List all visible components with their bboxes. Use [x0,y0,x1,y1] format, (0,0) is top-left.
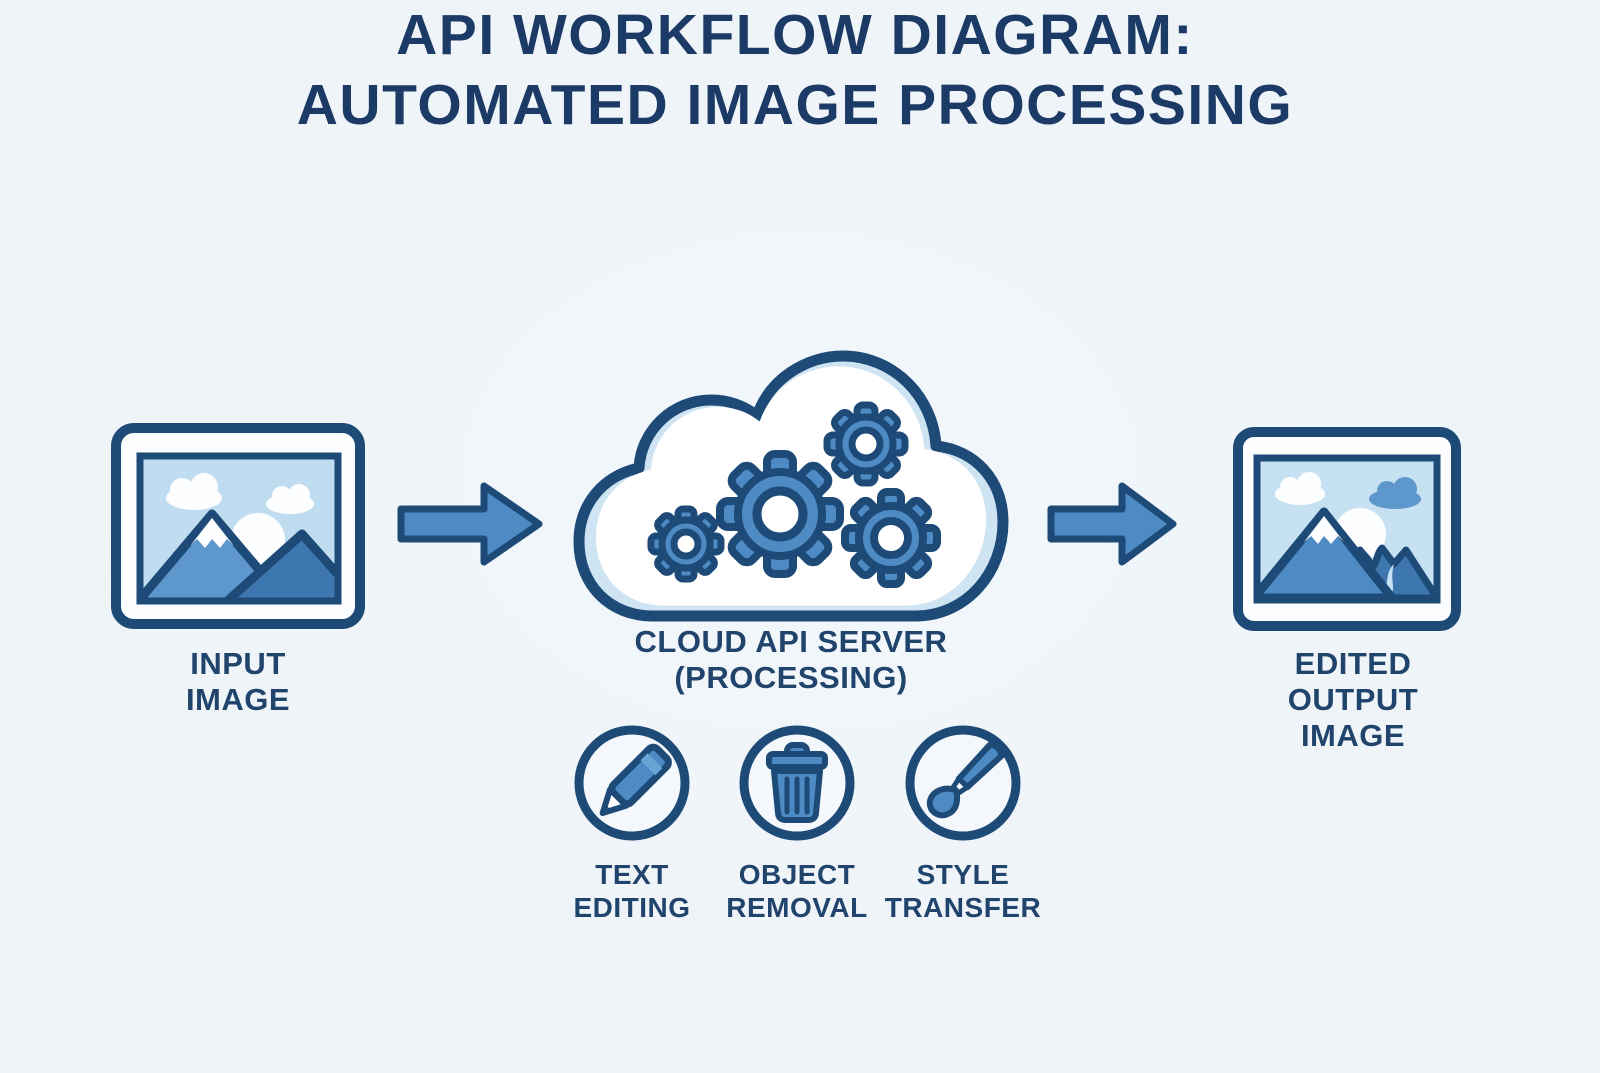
input-node-label: INPUT IMAGE [110,646,366,718]
snow-cap [1304,516,1344,544]
server-label-line1: CLOUD API SERVER [634,624,948,659]
feature-line: STYLE [916,859,1010,890]
feature-label-object-removal: OBJECT REMOVAL [707,858,887,924]
gear-icon-large [716,450,844,578]
trash-can-icon [739,725,855,841]
input-label-line2: IMAGE [185,682,291,717]
right-arrow-icon [397,482,543,566]
output-image-icon [1233,427,1461,631]
feature-line: EDITING [573,892,691,923]
feature-label-style-transfer: STYLE TRANSFER [873,858,1053,924]
output-label-line1: EDITED [1294,646,1412,681]
feature-label-text-editing: TEXT EDITING [542,858,722,924]
terrain-notch [1382,564,1394,597]
cloud-shape [266,484,314,514]
input-label-line1: INPUT [190,646,286,681]
server-node-label: CLOUD API SERVER (PROCESSING) [591,624,991,696]
photo-inner-border [1253,454,1441,604]
output-label-line3: IMAGE [1300,718,1406,753]
feature-line: REMOVAL [726,892,868,923]
right-arrow-icon [1047,482,1177,566]
feature-line: OBJECT [738,859,856,890]
page-title-line2: AUTOMATED IMAGE PROCESSING [296,73,1294,137]
server-label-line2: (PROCESSING) [674,660,908,695]
output-label-line2: OUTPUT [1287,682,1419,717]
cloud-shape [166,473,222,510]
input-image-icon [111,423,365,629]
gear-icon-bottom-right [841,488,941,588]
paintbrush-icon [905,725,1021,841]
mountain-left [1260,507,1397,597]
gear-icon-top-right [823,401,909,487]
feature-line: TRANSFER [884,892,1042,923]
blue-cloud-shape [1369,477,1421,509]
cloud-shape [1275,472,1325,505]
output-node-label: EDITED OUTPUT IMAGE [1238,646,1468,754]
page-title-line1: API WORKFLOW DIAGRAM: [396,3,1194,67]
gear-icon-small [647,505,725,583]
pencil-icon [574,725,690,841]
cloud-server-icon [573,350,1009,622]
feature-line: TEXT [595,859,669,890]
photo-inner-border [136,452,342,605]
mountain-right [223,529,335,598]
page-title: API WORKFLOW DIAGRAM: AUTOMATED IMAGE PR… [0,0,1590,140]
snow-cap [190,518,234,548]
